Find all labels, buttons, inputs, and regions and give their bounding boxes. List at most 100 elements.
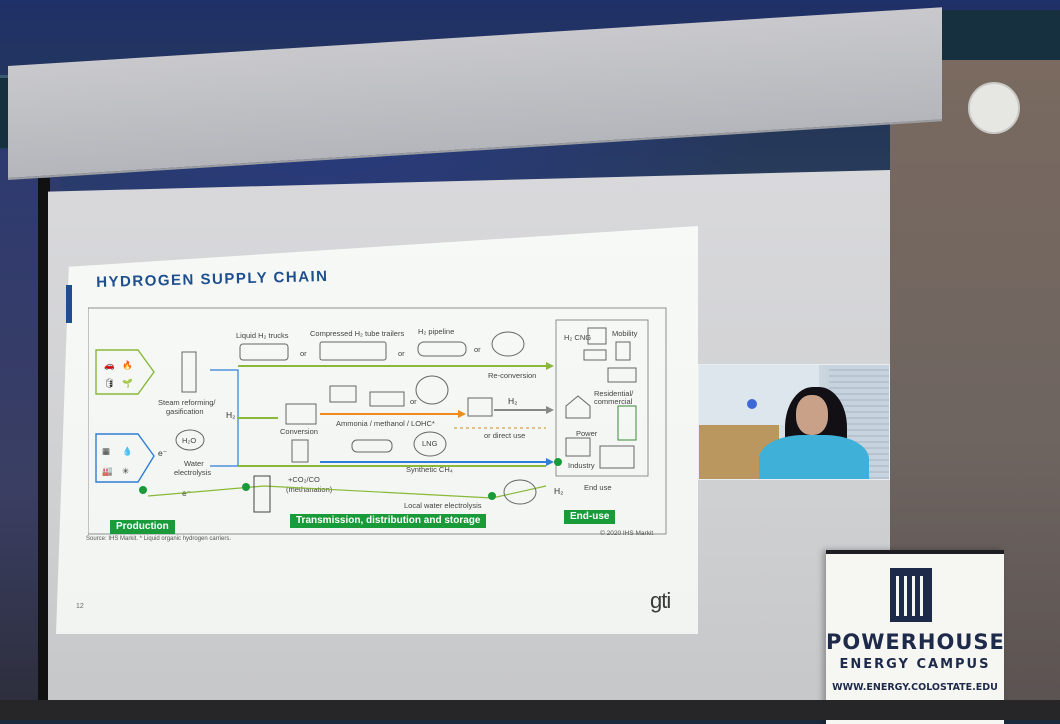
h2-cng-label: H₂ CNG bbox=[564, 333, 591, 342]
local-electrolysis-label: Local water electrolysis bbox=[404, 501, 482, 510]
car-icon: 🚗 bbox=[104, 360, 115, 370]
end-use-node bbox=[554, 458, 562, 466]
truck-icon bbox=[607, 367, 637, 383]
wind-turbine-icon: ✳ bbox=[122, 466, 130, 476]
or-label-2: or bbox=[398, 349, 405, 358]
slide-source-note: Source: IHS Markit. * Liquid organic hyd… bbox=[86, 536, 232, 542]
gti-logo: gti bbox=[650, 588, 671, 613]
speaker-video-feed bbox=[698, 364, 890, 480]
bus-icon bbox=[587, 327, 607, 345]
solar-panel-icon: ▦ bbox=[102, 446, 110, 456]
powerhouse-banner: POWERHOUSE ENERGY CAMPUS WWW.ENERGY.COLO… bbox=[826, 550, 1004, 724]
train-icon bbox=[615, 341, 631, 361]
speaker-body bbox=[759, 435, 869, 479]
steam-reforming-label: Steam reforming/ bbox=[158, 398, 216, 407]
electrolysis-label: electrolysis bbox=[174, 468, 211, 477]
reconversion-plant-icon bbox=[467, 397, 493, 417]
plant-icon: 🌱 bbox=[122, 378, 133, 388]
powerhouse-logo-stripes bbox=[896, 576, 926, 616]
reformer-tower-icon bbox=[181, 351, 197, 393]
conversion-label: Conversion bbox=[280, 427, 318, 436]
transmission-tower-icon bbox=[253, 475, 271, 513]
h2-production-label: H₂ bbox=[226, 410, 235, 420]
upper-flow-arrowhead bbox=[546, 362, 554, 370]
power-plant-icon bbox=[565, 437, 591, 457]
house-icon bbox=[565, 395, 591, 419]
gas-pipeline-icon bbox=[351, 439, 393, 453]
flower-icon bbox=[747, 399, 757, 409]
local-electrolysis-node bbox=[488, 492, 496, 500]
slide-title-marker bbox=[66, 285, 72, 323]
storage-tank-icon bbox=[329, 385, 357, 403]
industry-label: Industry bbox=[568, 461, 595, 470]
wifi-access-point-icon bbox=[968, 82, 1020, 134]
production-node bbox=[139, 486, 147, 494]
direct-use-label: or direct use bbox=[484, 431, 525, 440]
factory-icon: 🏭 bbox=[102, 466, 113, 476]
stage-label-end-use: End-use bbox=[564, 510, 616, 524]
powerhouse-logo-icon bbox=[890, 568, 932, 622]
ammonia-label: Ammonia / methanol / LOHC* bbox=[336, 419, 435, 428]
pipeline-label: H₂ pipeline bbox=[418, 327, 454, 336]
supply-chain-diagram: 🚗 🔥 🛢 🌱 ▦ 💧 🏭 ✳ Steam reforming/ gasific… bbox=[88, 307, 667, 535]
methanation-label-2: (methanation) bbox=[286, 485, 333, 494]
slide-copyright: © 2020 IHS Markit bbox=[600, 530, 654, 537]
slide-number: 12 bbox=[76, 603, 84, 610]
industry-plant-icon bbox=[599, 445, 635, 469]
oil-icon: 🛢 bbox=[104, 378, 115, 388]
renewable-input-arrow bbox=[95, 433, 155, 483]
tanker-truck-icon bbox=[369, 391, 405, 407]
ship-icon bbox=[491, 331, 525, 357]
reconversion-label: Re-conversion bbox=[488, 371, 536, 380]
local-electrolyser-icon bbox=[503, 479, 537, 505]
stage-label-transmission: Transmission, distribution and storage bbox=[290, 514, 487, 528]
end-use-box bbox=[555, 319, 649, 477]
or-label-3: or bbox=[474, 345, 481, 354]
water-label: Water bbox=[184, 459, 204, 468]
liquid-truck-icon bbox=[239, 343, 289, 361]
power-label: Power bbox=[576, 429, 598, 438]
liquid-trucks-label: Liquid H₂ trucks bbox=[236, 331, 289, 340]
h2o-label: H₂O bbox=[182, 436, 196, 445]
banner-url: WWW.ENERGY.COLOSTATE.EDU bbox=[832, 682, 998, 693]
electricity-flow-line bbox=[147, 485, 547, 499]
presentation-slide bbox=[56, 226, 698, 634]
commercial-label: commercial bbox=[594, 397, 633, 406]
h2-reconversion-label: H₂ bbox=[508, 396, 517, 406]
lng-label: LNG bbox=[422, 439, 438, 448]
grid-node bbox=[242, 483, 250, 491]
projector-screen-border bbox=[38, 178, 50, 710]
banner-subtitle: ENERGY CAMPUS bbox=[839, 657, 991, 672]
fossil-input-arrow bbox=[95, 349, 155, 395]
car-end-use-icon bbox=[583, 349, 607, 361]
electrolyser-icon bbox=[175, 429, 205, 451]
mobility-label: Mobility bbox=[612, 329, 638, 338]
carrier-flow-arrowhead bbox=[458, 410, 466, 418]
conversion-plant-icon bbox=[285, 403, 317, 425]
water-drop-icon: 💧 bbox=[122, 446, 133, 456]
tube-trailers-label: Compressed H₂ tube trailers bbox=[310, 329, 404, 338]
speaker-face bbox=[796, 395, 828, 435]
floor bbox=[0, 700, 1060, 720]
end-use-label: End use bbox=[584, 483, 612, 492]
banner-title: POWERHOUSE bbox=[826, 630, 1005, 654]
lng-ship-icon bbox=[413, 431, 447, 457]
h2-end-use-label: H₂ bbox=[554, 486, 563, 496]
reconversion-flow-arrowhead bbox=[546, 406, 554, 414]
flame-icon: 🔥 bbox=[122, 360, 133, 370]
synthetic-flow-arrowhead bbox=[546, 458, 554, 466]
electron-label-1: e⁻ bbox=[158, 448, 168, 458]
gasification-label: gasification bbox=[166, 407, 204, 416]
pipeline-icon bbox=[417, 341, 467, 357]
methanation-tower-icon bbox=[291, 439, 309, 463]
residential-label: Residential/ bbox=[594, 389, 634, 398]
tube-trailer-icon bbox=[319, 341, 387, 361]
stage-label-production: Production bbox=[110, 520, 175, 534]
or-label-1: or bbox=[300, 349, 307, 358]
cargo-ship-icon bbox=[415, 375, 449, 405]
or-label-4: or bbox=[410, 397, 417, 406]
diagram-border bbox=[88, 307, 667, 535]
synthetic-ch4-label: Synthetic CH₄ bbox=[406, 465, 453, 474]
building-icon bbox=[617, 405, 637, 441]
methanation-label-1: +CO₂/CO bbox=[288, 475, 320, 484]
